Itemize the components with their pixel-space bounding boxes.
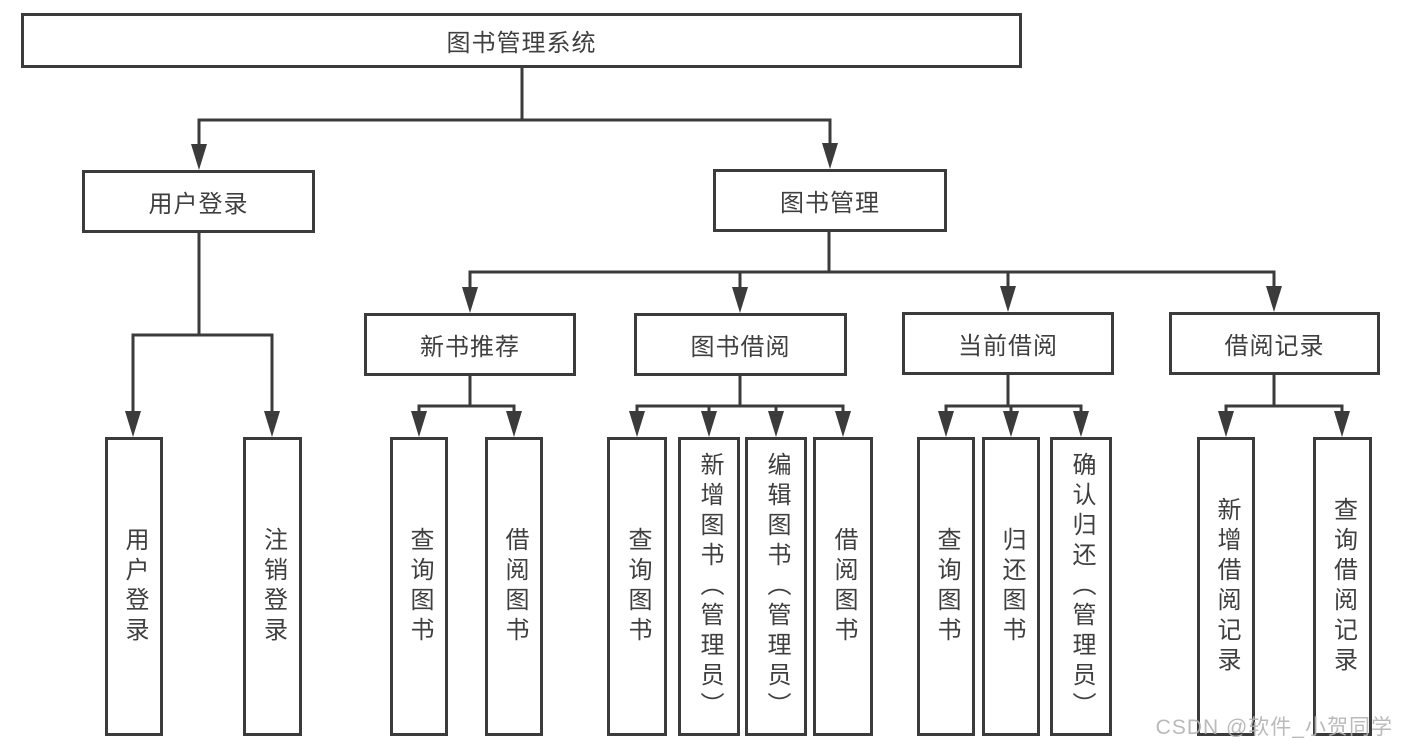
leaf-borrow-query-book: 查询图书: [607, 437, 667, 736]
leaf-recommend-query-book: 查询图书: [390, 437, 448, 736]
leaf-records-add-record: 新增借阅记录: [1197, 437, 1255, 736]
node-borrow-records-label: 借阅记录: [1224, 333, 1325, 360]
leaf-recommend-query-book-label: 查询图书: [406, 526, 433, 647]
leaf-recommend-borrow-book: 借阅图书: [485, 437, 543, 736]
node-new-book-recommend: 新书推荐: [364, 313, 576, 376]
leaf-user-login-label: 用户登录: [121, 526, 148, 647]
leaf-borrow-edit-book-admin: 编辑图书（管理员）: [745, 437, 807, 736]
node-user-login-label: 用户登录: [148, 191, 249, 218]
node-book-management-label: 图书管理: [780, 190, 880, 217]
leaf-current-return-book-label: 归还图书: [998, 526, 1025, 647]
leaf-records-add-record-label: 新增借阅记录: [1213, 496, 1240, 677]
node-book-management: 图书管理: [713, 169, 947, 232]
leaf-logout: 注销登录: [243, 437, 302, 736]
node-root-system: 图书管理系统: [21, 13, 1022, 68]
node-current-borrow-label: 当前借阅: [958, 333, 1058, 360]
watermark: CSDN @软件_小贺同学: [1155, 716, 1393, 739]
node-user-login: 用户登录: [82, 170, 315, 233]
node-current-borrow: 当前借阅: [902, 312, 1114, 375]
leaf-borrow-borrow-book-label: 借阅图书: [830, 526, 857, 647]
leaf-logout-label: 注销登录: [259, 526, 287, 647]
leaf-borrow-query-book-label: 查询图书: [624, 526, 651, 647]
node-book-borrow: 图书借阅: [634, 313, 847, 376]
node-root-system-label: 图书管理系统: [446, 30, 597, 57]
leaf-current-confirm-return-admin-label: 确认归还（管理员）: [1068, 451, 1095, 722]
leaf-records-query-record-label: 查询借阅记录: [1329, 496, 1357, 677]
leaf-user-login: 用户登录: [105, 437, 163, 736]
leaf-borrow-add-book-admin: 新增图书（管理员）: [678, 437, 740, 736]
leaf-recommend-borrow-book-label: 借阅图书: [501, 526, 528, 647]
leaf-borrow-add-book-admin-label: 新增图书（管理员）: [696, 451, 723, 722]
leaf-borrow-borrow-book: 借阅图书: [813, 437, 873, 736]
leaf-records-query-record: 查询借阅记录: [1313, 437, 1372, 736]
leaf-current-query-book: 查询图书: [917, 437, 975, 736]
leaf-current-query-book-label: 查询图书: [933, 526, 960, 647]
node-new-book-recommend-label: 新书推荐: [420, 334, 520, 361]
node-book-borrow-label: 图书借阅: [690, 334, 791, 361]
node-borrow-records: 借阅记录: [1169, 312, 1380, 375]
leaf-current-confirm-return-admin: 确认归还（管理员）: [1050, 437, 1112, 736]
leaf-current-return-book: 归还图书: [982, 437, 1040, 736]
leaf-borrow-edit-book-admin-label: 编辑图书（管理员）: [763, 451, 790, 722]
